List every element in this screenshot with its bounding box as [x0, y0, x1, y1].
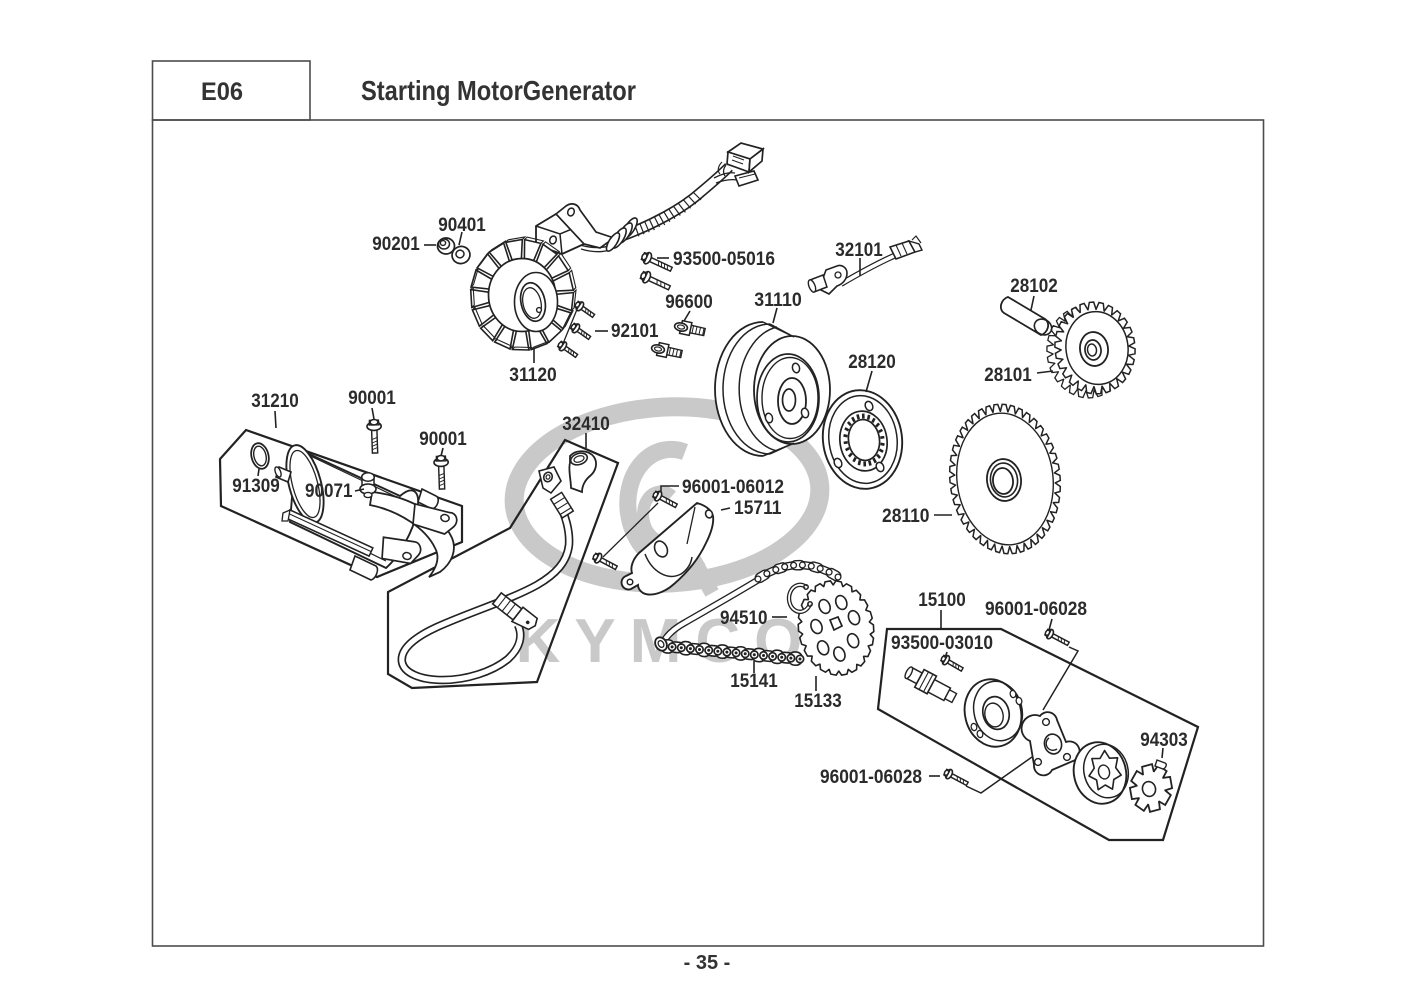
- svg-text:E06: E06: [201, 78, 243, 106]
- svg-text:Starting MotorGenerator: Starting MotorGenerator: [361, 75, 636, 106]
- svg-text:28110: 28110: [882, 506, 930, 527]
- svg-text:28101: 28101: [984, 365, 1032, 386]
- svg-text:32410: 32410: [562, 414, 610, 435]
- svg-text:32101: 32101: [835, 240, 883, 261]
- svg-text:94303: 94303: [1140, 730, 1188, 751]
- svg-text:94510: 94510: [720, 608, 768, 629]
- svg-text:15100: 15100: [918, 590, 966, 611]
- svg-text:93500-05016: 93500-05016: [673, 249, 775, 270]
- svg-text:28102: 28102: [1010, 276, 1058, 297]
- svg-text:91309: 91309: [232, 476, 280, 497]
- svg-text:93500-03010: 93500-03010: [891, 633, 993, 654]
- svg-text:96001-06028: 96001-06028: [985, 599, 1087, 620]
- svg-text:- 35 -: - 35 -: [684, 952, 731, 974]
- svg-text:31110: 31110: [754, 290, 802, 311]
- svg-text:31120: 31120: [509, 365, 557, 386]
- svg-text:96001-06028: 96001-06028: [820, 767, 922, 788]
- svg-text:15141: 15141: [730, 671, 778, 692]
- svg-text:96001-06012: 96001-06012: [682, 477, 784, 498]
- svg-text:28120: 28120: [848, 352, 896, 373]
- svg-text:90071: 90071: [305, 481, 353, 502]
- svg-text:90001: 90001: [419, 429, 467, 450]
- svg-text:96600: 96600: [665, 292, 713, 313]
- svg-text:90401: 90401: [438, 215, 486, 236]
- svg-text:90001: 90001: [348, 388, 396, 409]
- svg-text:15711: 15711: [734, 498, 782, 519]
- svg-text:90201: 90201: [372, 234, 420, 255]
- svg-text:15133: 15133: [794, 691, 842, 712]
- svg-text:92101: 92101: [611, 321, 659, 342]
- svg-text:31210: 31210: [251, 391, 299, 412]
